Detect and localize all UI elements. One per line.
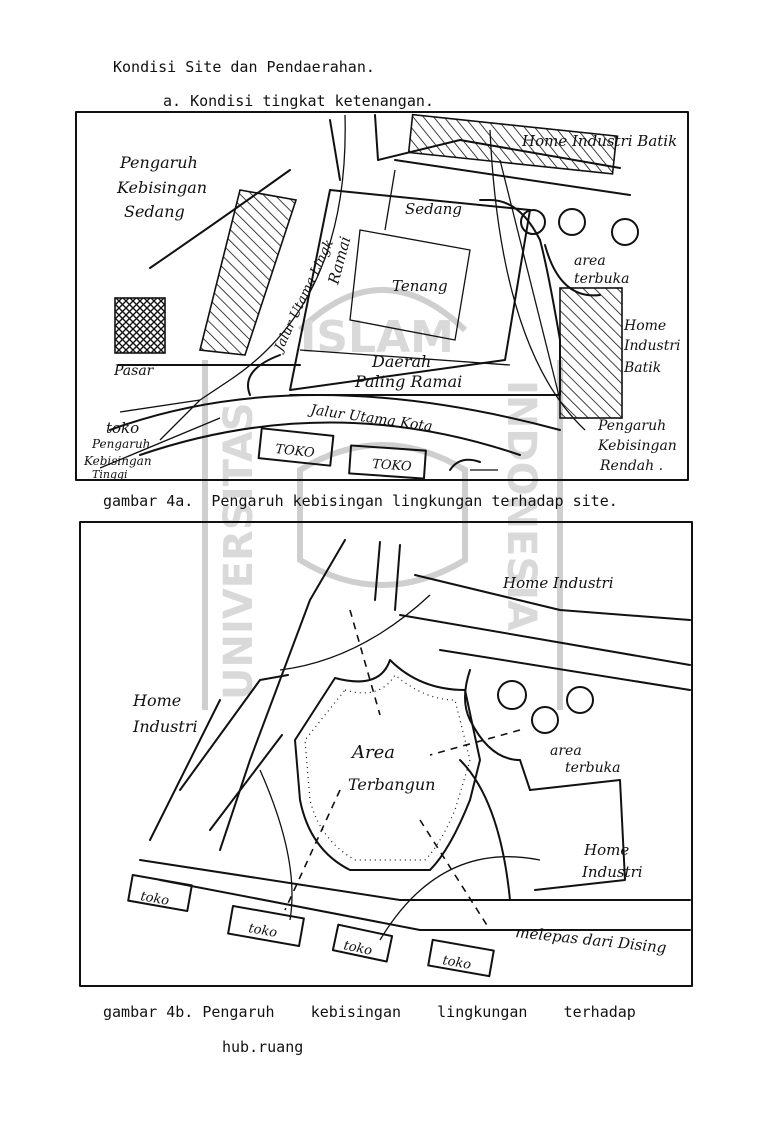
toko-box-b4 [427,938,495,978]
label-zone-sedang: Sedang [405,200,462,218]
label-industri-right-b: Industri [581,863,643,881]
toko-box-b3 [331,923,394,963]
label-rendah: Rendah . [599,458,663,474]
label-toko-b1: toko [139,889,170,909]
label-toko-b4: toko [441,953,472,973]
pasar-building [114,297,166,354]
building-left [199,189,298,356]
label-industri-left: Industri [132,717,198,736]
home-industri-batik-building-right [559,287,623,419]
label-kebisingan-rendah: Kebisingan [597,438,677,454]
label-sedang: Sedang [124,202,185,221]
label-pasar: Pasar [113,363,155,379]
label-paling-ramai: Paling Ramai [354,372,462,391]
watermark-right-text: INDONESIA [498,380,544,631]
label-toko-b3: toko [342,938,373,959]
label-batik-right: Batik [623,360,661,376]
home-industri-batik-building-top [407,113,618,175]
tree-icon [566,686,594,714]
label-pengaruh-rendah: Pengaruh [597,418,666,434]
toko-box-b1 [127,873,193,913]
label-area-terbuka: area [550,743,582,759]
tree-icon [558,208,586,236]
watermark-left-text: UNIVERSITAS [216,402,262,700]
label-melepas-dari-dising: melepas dari Dising [515,923,668,957]
label-pengaruh-sedang: Pengaruh [119,153,198,172]
toko-box-2 [348,444,427,480]
label-home-right: Home [623,318,666,334]
figure-a-caption: gambar 4a. Pengaruh kebisingan lingkunga… [103,492,618,510]
label-area: area [574,253,606,269]
label-terbuka: terbuka [574,271,629,287]
figure-b-caption-line1: gambar 4b. Pengaruh kebisingan lingkunga… [103,1003,636,1021]
label-toko-box-1: TOKO [275,442,316,461]
label-tinggi: Tinggi [92,468,128,481]
watermark-top-text: ISLAM [300,312,454,363]
label-home-left: Home [132,691,181,710]
area-terbangun-outline [294,659,481,871]
label-home-industri-batik-top: Home Industri Batik [521,132,677,150]
label-toko-b2: toko [247,921,278,941]
toko-box-b2 [227,904,305,948]
section-heading: Kondisi Site dan Pendaerahan. [113,58,375,76]
figure-b-caption-line2: hub.ruang [222,1038,304,1056]
tree-icon [611,218,639,246]
label-toko: toko [106,419,139,437]
label-daerah: Daerah [371,352,431,371]
figure-b-frame [79,521,693,987]
label-pengaruh-tinggi: Pengaruh [91,437,150,451]
label-area-terbangun: Area [350,742,395,763]
home-industri-right-building [529,779,626,891]
label-toko-box-2: TOKO [372,457,413,475]
figure-a-frame [75,111,689,481]
tree-icon [531,706,559,734]
label-zone-tenang: Tenang [392,277,448,295]
toko-box-1 [257,427,335,467]
label-home-right-b: Home [583,841,629,859]
label-kebisingan-sedang: Kebisingan [116,178,207,197]
tree-icon [520,209,546,235]
label-terbuka-b: terbuka [565,760,620,776]
label-industri-right: Industri [623,338,681,354]
subsection-heading: a. Kondisi tingkat ketenangan. [163,92,434,110]
tree-icon [497,680,527,710]
label-home-industri-top: Home Industri [502,574,614,592]
label-kebisingan-tinggi: Kebisingan [83,454,152,468]
label-terbangun: Terbangun [348,775,435,794]
